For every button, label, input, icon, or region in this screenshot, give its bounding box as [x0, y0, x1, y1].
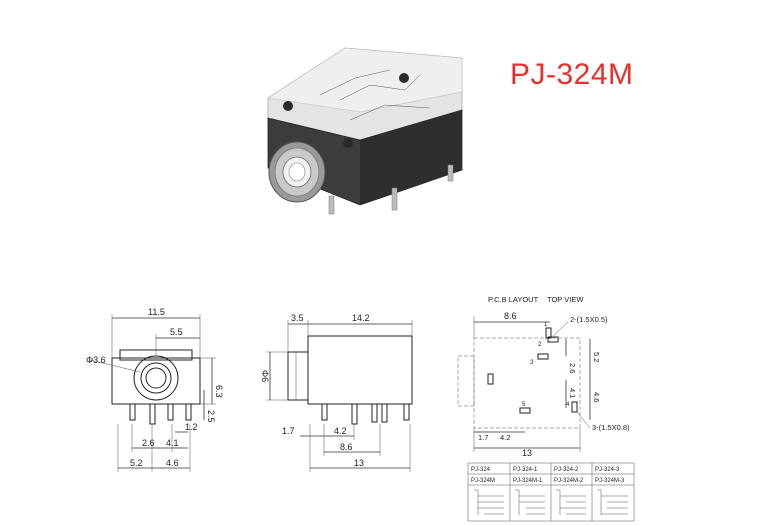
variant-r1-c2: PJ-324-1	[513, 467, 538, 473]
dim-pin-spacing-a: 2.6	[142, 438, 155, 448]
dim-barrel-diameter: Φ6	[260, 370, 270, 382]
variant-schematic-2	[515, 489, 545, 515]
dim-center-offset: 5.5	[170, 327, 183, 337]
variant-r1-c1: PJ-324	[471, 467, 491, 473]
dim-body-length: 14.2	[352, 313, 370, 323]
pcb-dim-right-d: 4.6	[592, 392, 601, 402]
dim-hole-diameter: Φ3.6	[86, 355, 106, 365]
variant-r2-c2: PJ-324M-1	[513, 478, 543, 484]
pin-label-3: 3	[530, 360, 534, 366]
pin-label-4: 4	[566, 402, 570, 408]
pcb-slot-top: 2-(1.5X0.5)	[570, 315, 608, 324]
variant-r2-c3: PJ-324M-2	[554, 478, 584, 484]
pcb-dim-right-a: 2.6	[568, 363, 577, 373]
pin-label-2: 2	[538, 342, 542, 348]
pcb-dim-bottom-total: 13	[522, 448, 532, 458]
pcb-pad-center	[487, 373, 494, 385]
variant-schematic-3	[556, 489, 586, 515]
pcb-layout-drawing: P.C.B LAYOUT TOP VIEW 1 2 3 4 5	[457, 295, 630, 458]
variant-schematic-1	[474, 489, 504, 515]
variant-r1-c4: PJ-324-3	[595, 467, 620, 473]
pcb-slot-bottom: 3-(1.5X0.8)	[592, 423, 630, 432]
dim-bottom-b: 4.6	[166, 458, 179, 468]
dim-side-pin-c: 8.6	[340, 442, 353, 452]
dim-side-total: 13	[354, 458, 364, 468]
pcb-dim-bottom-b: 4.2	[500, 433, 510, 442]
variant-r1-c3: PJ-324-2	[554, 467, 579, 473]
pcb-dim-right-b: 5.2	[592, 352, 601, 362]
pcb-heading-left: P.C.B LAYOUT	[488, 295, 539, 304]
variant-schematic-4	[597, 489, 628, 515]
dim-width-total: 11.5	[148, 307, 165, 317]
variant-r2-c1: PJ-324M	[471, 478, 495, 484]
pcb-pad-3	[537, 353, 549, 360]
dim-height-total: 6.3	[214, 385, 224, 398]
dim-bottom-a: 5.2	[130, 458, 143, 468]
dim-side-pin-b: 4.2	[334, 426, 347, 436]
jack-render	[267, 47, 463, 215]
dim-pin-spacing-b: 4.1	[166, 438, 179, 448]
pcb-dim-top: 8.6	[504, 311, 517, 321]
pcb-pad-2	[547, 336, 559, 343]
dim-barrel-length: 3.5	[291, 313, 304, 323]
pcb-dim-right-c: 4.1	[568, 388, 577, 398]
variants-table: PJ-324 PJ-324-1 PJ-324-2 PJ-324-3 PJ-324…	[467, 462, 635, 522]
variant-r2-c4: PJ-324M-3	[595, 478, 625, 484]
side-view-drawing: 3.5 14.2 Φ6 1.7 4.2 8.6 13	[260, 313, 413, 472]
dim-pin-offset: 2.5	[206, 410, 216, 423]
model-title: PJ-324M	[510, 58, 634, 91]
dim-side-pin-a: 1.7	[282, 426, 295, 436]
front-view-drawing: 11.5 5.5 Φ3.6 6.3 2.5 2.6 4.1 1.2 5.2 4.…	[86, 307, 224, 472]
pcb-pad-4	[571, 401, 578, 413]
pcb-heading-right: TOP VIEW	[547, 295, 584, 304]
pin-label-5: 5	[522, 402, 526, 408]
pin-label-1: 1	[544, 322, 548, 328]
pcb-dim-bottom-a: 1.7	[478, 433, 488, 442]
dim-pin-spacing-c: 1.2	[185, 422, 198, 432]
pcb-pad-5	[519, 407, 531, 414]
